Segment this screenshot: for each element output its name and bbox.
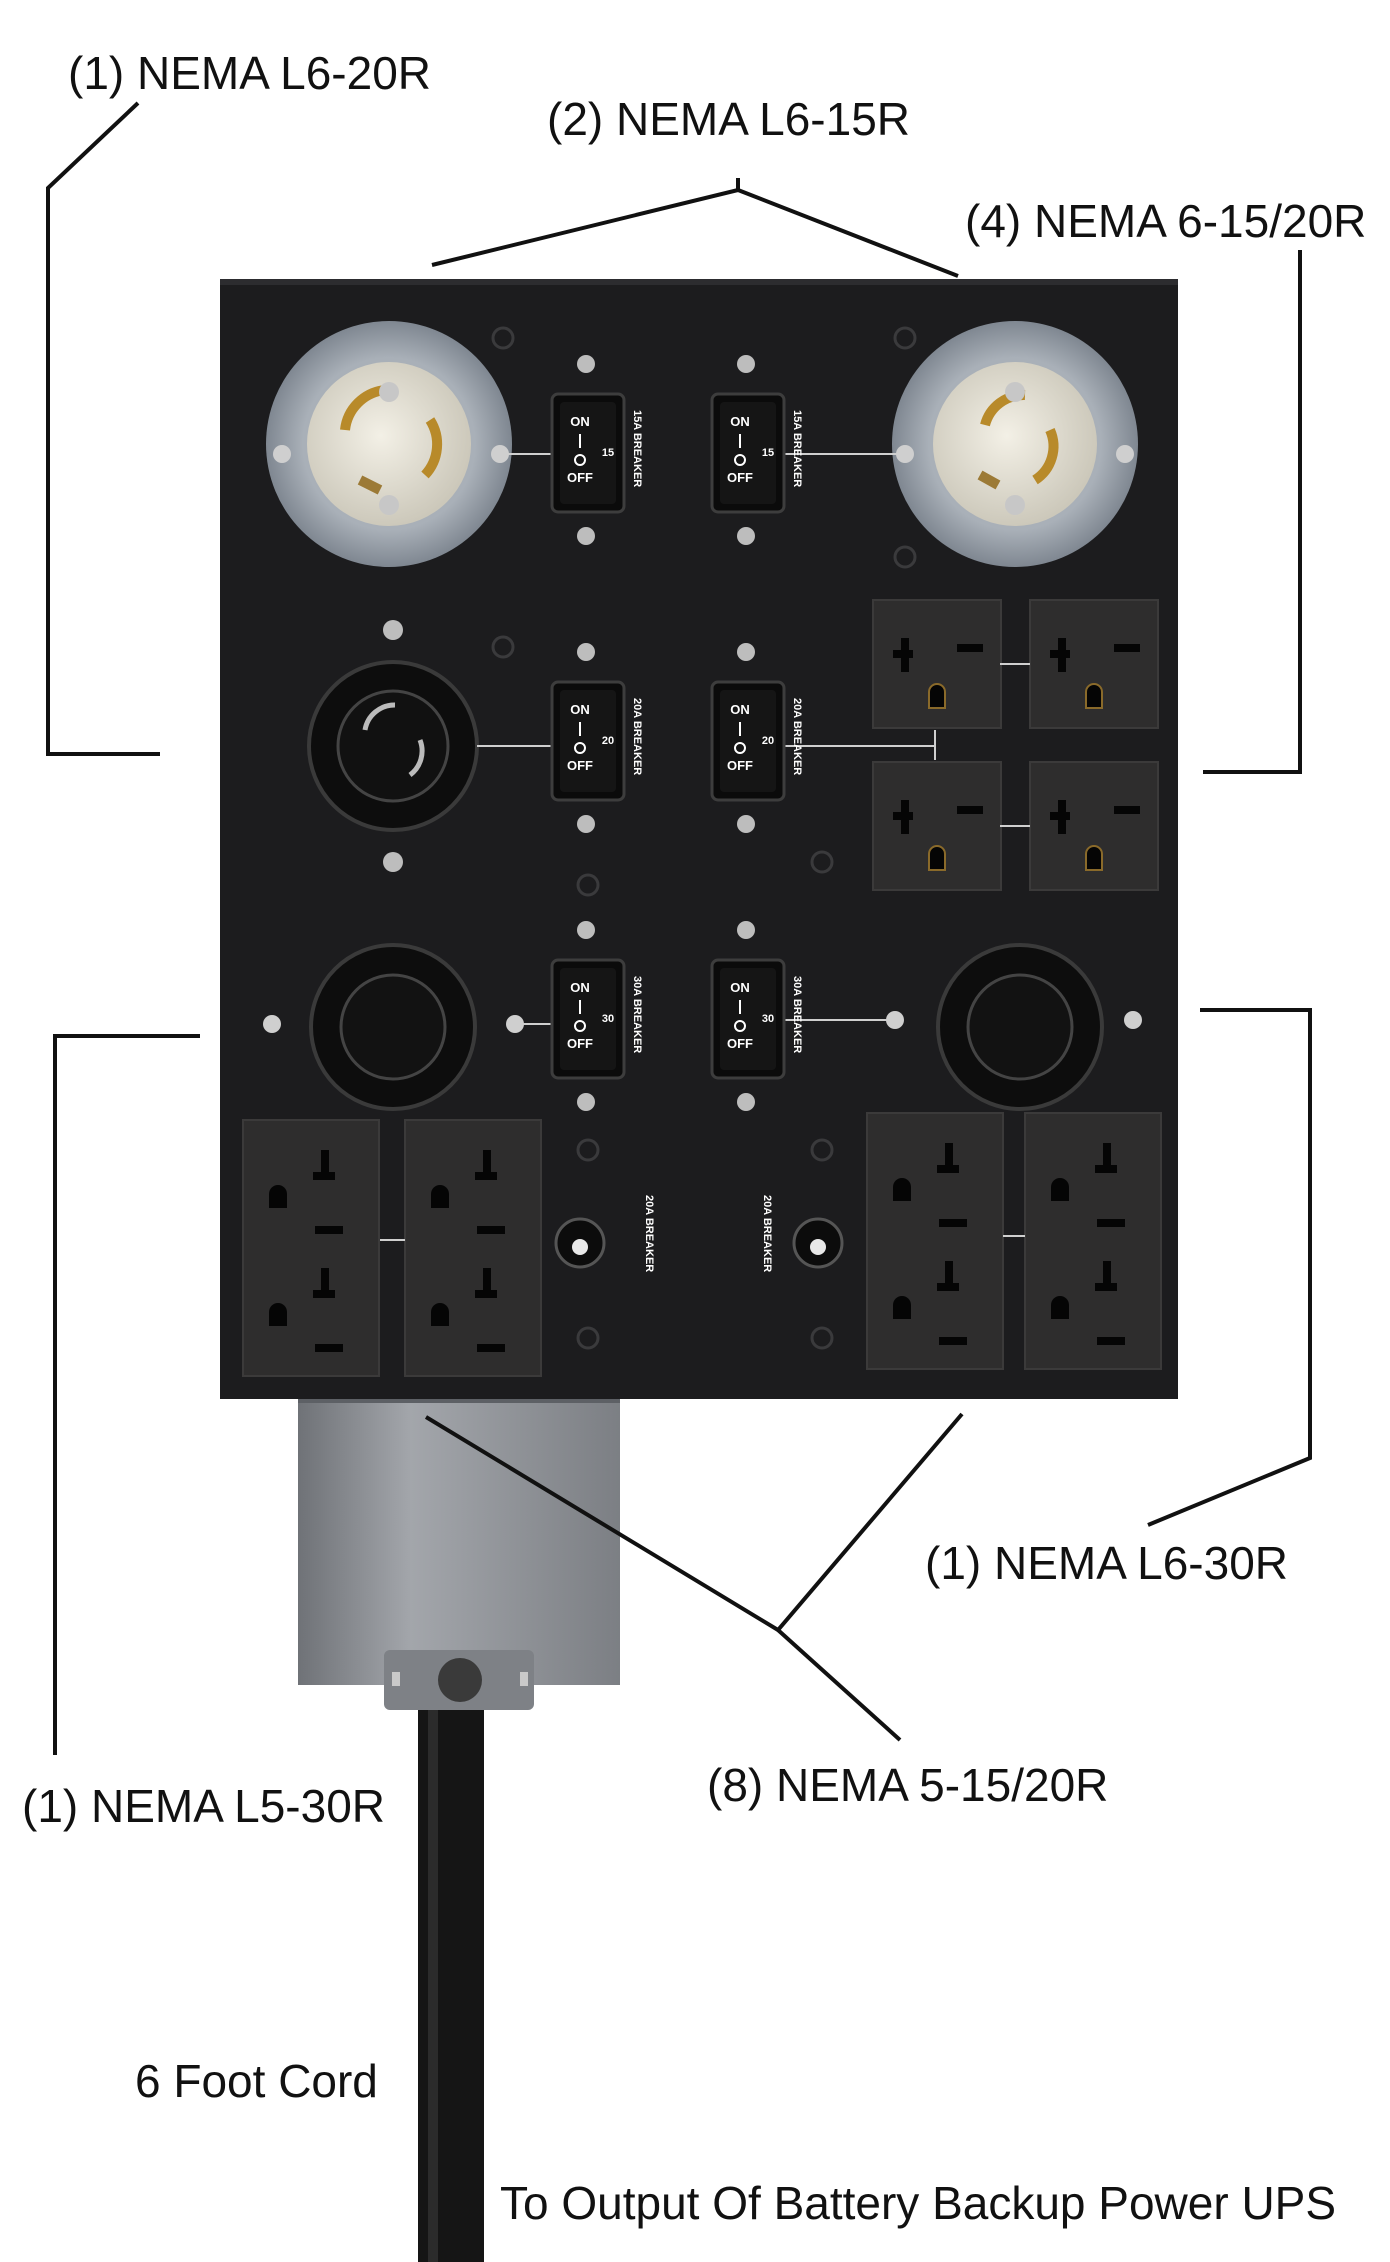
nema-6-20r-outlet — [872, 599, 1002, 729]
breaker-off-text: OFF — [727, 758, 753, 773]
breaker-label-text: 15A BREAKER — [631, 410, 643, 487]
breaker-off-text: OFF — [567, 758, 593, 773]
breaker-switch-row1-right[interactable]: ON OFF 15 15A BREAKER — [710, 355, 803, 545]
breaker-switch-row1-left[interactable]: ON OFF 15 15A BREAKER — [550, 355, 643, 545]
l6-15r-receptacle-left — [266, 321, 512, 567]
callout-leader-lines — [46, 101, 1312, 1755]
breaker-label-text: 30A BREAKER — [631, 976, 643, 1053]
breaker-rating-text: 30 — [602, 1013, 614, 1025]
breaker-rating-text: 20 — [762, 735, 774, 747]
nema-5-15-20r-outlets — [242, 1112, 1162, 1377]
breaker-switch-row2-left[interactable]: ON OFF 20 20A BREAKER — [550, 643, 643, 833]
nema-5-20r-duplex-outlet — [1024, 1112, 1162, 1370]
push-breaker-left-label: 20A BREAKER — [643, 1195, 655, 1272]
label-6-15-20r: (4) NEMA 6-15/20R — [965, 195, 1367, 247]
nema-5-20r-duplex-outlet — [866, 1112, 1004, 1370]
power-cord — [418, 1690, 484, 2262]
breaker-label-text: 30A BREAKER — [791, 976, 803, 1053]
l6-15r-receptacle-right — [892, 321, 1138, 567]
breaker-rating-text: 30 — [762, 1013, 774, 1025]
label-l5-30r: (1) NEMA L5-30R — [22, 1780, 386, 1832]
label-ups: To Output Of Battery Backup Power UPS — [500, 2177, 1337, 2229]
breaker-label-text: 20A BREAKER — [791, 698, 803, 775]
breaker-off-text: OFF — [727, 470, 753, 485]
nema-6-20r-outlet — [1029, 761, 1159, 891]
breaker-off-text: OFF — [567, 470, 593, 485]
breaker-switch-row2-right[interactable]: ON OFF 20 20A BREAKER — [710, 643, 803, 833]
l6-20r-receptacle — [307, 620, 479, 872]
l5-30r-receptacle — [263, 943, 524, 1111]
push-breaker-left[interactable]: 20A BREAKER — [554, 1195, 655, 1272]
breaker-on-text: ON — [570, 702, 590, 717]
breaker-on-text: ON — [570, 414, 590, 429]
breaker-rating-text: 20 — [602, 735, 614, 747]
nema-6-20r-outlet — [1029, 599, 1159, 729]
breaker-on-text: ON — [730, 980, 750, 995]
label-cord: 6 Foot Cord — [135, 2055, 378, 2107]
breaker-switch-row3-left[interactable]: ON OFF 30 30A BREAKER — [550, 921, 643, 1111]
breaker-label-text: 20A BREAKER — [631, 698, 643, 775]
push-breaker-right-label: 20A BREAKER — [761, 1195, 773, 1272]
nema-5-20r-duplex-outlet — [242, 1119, 380, 1377]
l6-30r-receptacle — [886, 943, 1142, 1111]
label-5-15-20r: (8) NEMA 5-15/20R — [707, 1759, 1109, 1811]
breaker-on-text: ON — [730, 702, 750, 717]
breaker-rating-text: 15 — [602, 447, 614, 459]
panel-holes — [491, 326, 917, 1350]
breaker-off-text: OFF — [567, 1036, 593, 1051]
breaker-switch-row3-right[interactable]: ON OFF 30 30A BREAKER — [710, 921, 803, 1111]
label-l6-30r: (1) NEMA L6-30R — [925, 1537, 1289, 1589]
push-breaker-right[interactable]: 20A BREAKER — [761, 1195, 844, 1272]
conduit-box — [298, 1385, 620, 1710]
label-l6-15r: (2) NEMA L6-15R — [547, 93, 911, 145]
label-l6-20r: (1) NEMA L6-20R — [68, 47, 432, 99]
breaker-group: ON OFF 15 15A BREAKER ON OFF 15 15A BREAKER ON OF… — [550, 355, 803, 1111]
breaker-on-text: ON — [730, 414, 750, 429]
breaker-label-text: 15A BREAKER — [791, 410, 803, 487]
breaker-on-text: ON — [570, 980, 590, 995]
breaker-rating-text: 15 — [762, 447, 774, 459]
nema-6-20r-outlet — [872, 761, 1002, 891]
nema-6-15-20r-outlets — [872, 599, 1159, 891]
breaker-off-text: OFF — [727, 1036, 753, 1051]
nema-5-20r-duplex-outlet — [404, 1119, 542, 1377]
